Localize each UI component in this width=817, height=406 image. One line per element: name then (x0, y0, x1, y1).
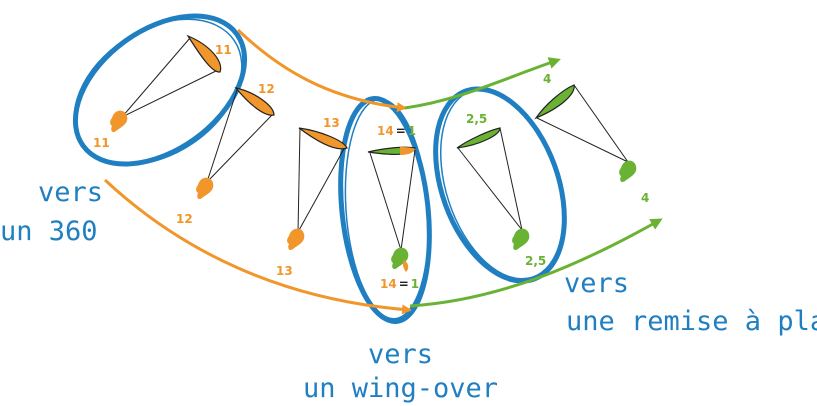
ellipse-position-14 (338, 96, 432, 324)
captions: vers un 360 vers un wing-over vers une r… (0, 177, 817, 404)
glider-positions: 11 11 12 12 13 13 (93, 34, 649, 291)
arrow-bottom-green (409, 218, 663, 308)
position-label-4-wing: 4 (543, 72, 551, 86)
position-label-2-5-wing: 2,5 (466, 112, 487, 126)
pilot-icon (391, 247, 409, 270)
position-label-13-wing: 13 (323, 116, 340, 130)
caption-360: vers un 360 (0, 177, 119, 247)
position-label-11-pilot: 11 (93, 136, 110, 150)
position-label-14-wing: 14=1 (377, 124, 416, 138)
pilot-icon (287, 228, 305, 251)
wing-icon (456, 127, 501, 149)
position-label-13-pilot: 13 (276, 264, 293, 278)
caption-level: vers une remise à plat (564, 268, 817, 337)
pilot-icon (512, 228, 530, 251)
wing-icon (234, 87, 275, 116)
glider-position-13: 13 13 (276, 116, 348, 278)
arrow-top-green (404, 57, 561, 110)
position-label-12-pilot: 12 (176, 212, 193, 226)
wing-icon (534, 84, 575, 120)
arrow-bottom-orange (103, 178, 412, 315)
position-label-12-wing: 12 (258, 82, 275, 96)
trajectory-arrows (103, 28, 663, 315)
ellipse-position-11 (72, 13, 248, 167)
pilot-icon (619, 160, 637, 183)
glider-position-11: 11 11 (93, 34, 232, 150)
arrow-top-orange (236, 28, 407, 113)
glider-position-2-5: 2,5 2,5 (456, 112, 546, 268)
pilot-icon (196, 177, 214, 200)
wing-icon (298, 127, 348, 150)
position-label-14-pilot: 14=1 (380, 277, 419, 291)
position-label-2-5-pilot: 2,5 (525, 254, 546, 268)
glider-position-12: 12 12 (176, 82, 275, 226)
wing-icon (186, 34, 222, 73)
caption-wingover: vers un wing-over (303, 339, 498, 404)
ellipse-position-2-5 (433, 86, 567, 284)
pilot-icon (110, 110, 128, 133)
position-label-11-wing: 11 (215, 43, 232, 57)
position-label-4-pilot: 4 (641, 191, 649, 205)
glider-position-14-1: 14=1 14=1 (367, 124, 419, 291)
glider-position-4: 4 4 (534, 72, 649, 205)
